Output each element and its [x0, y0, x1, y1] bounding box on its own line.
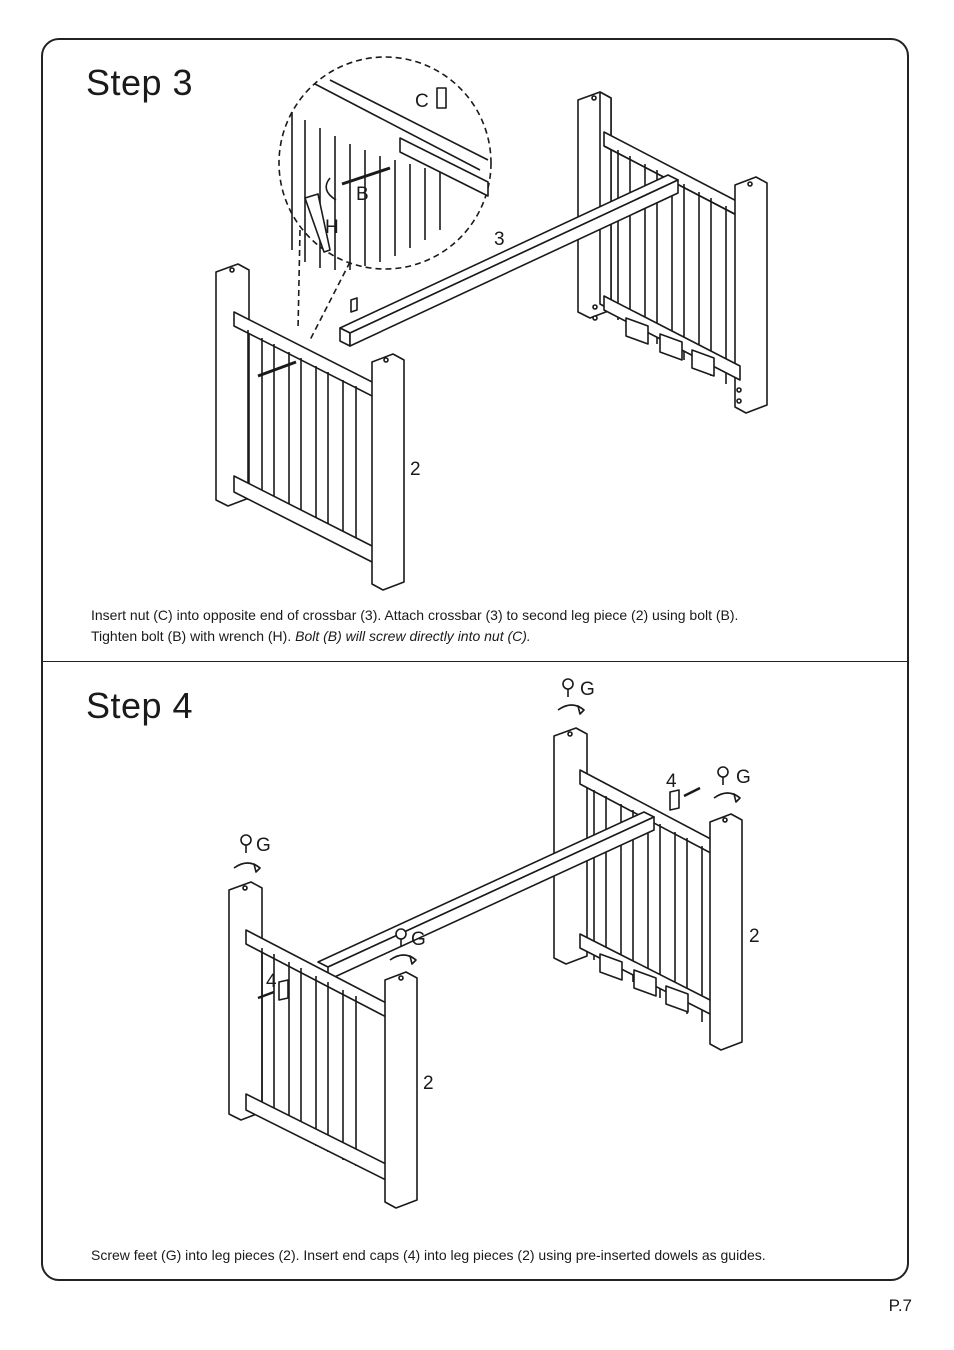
step3-instruction-line1: Insert nut (C) into opposite end of cros…	[91, 607, 739, 623]
page-number: P.7	[888, 1296, 912, 1315]
step4-title: Step 4	[86, 685, 194, 726]
step4-instructions: Screw feet (G) into leg pieces (2). Inse…	[91, 1247, 766, 1263]
step-divider	[41, 661, 909, 662]
step3-instruction-line2-italic: Bolt (B) will screw directly into nut (C…	[295, 628, 531, 644]
step3-instruction-line2-plain: Tighten bolt (B) with wrench (H).	[91, 628, 296, 644]
step3-title: Step 3	[86, 62, 194, 103]
step3-instruction-line2: Tighten bolt (B) with wrench (H). Bolt (…	[91, 626, 738, 647]
step3-instructions: Insert nut (C) into opposite end of cros…	[91, 605, 738, 647]
page-frame	[41, 38, 909, 1281]
